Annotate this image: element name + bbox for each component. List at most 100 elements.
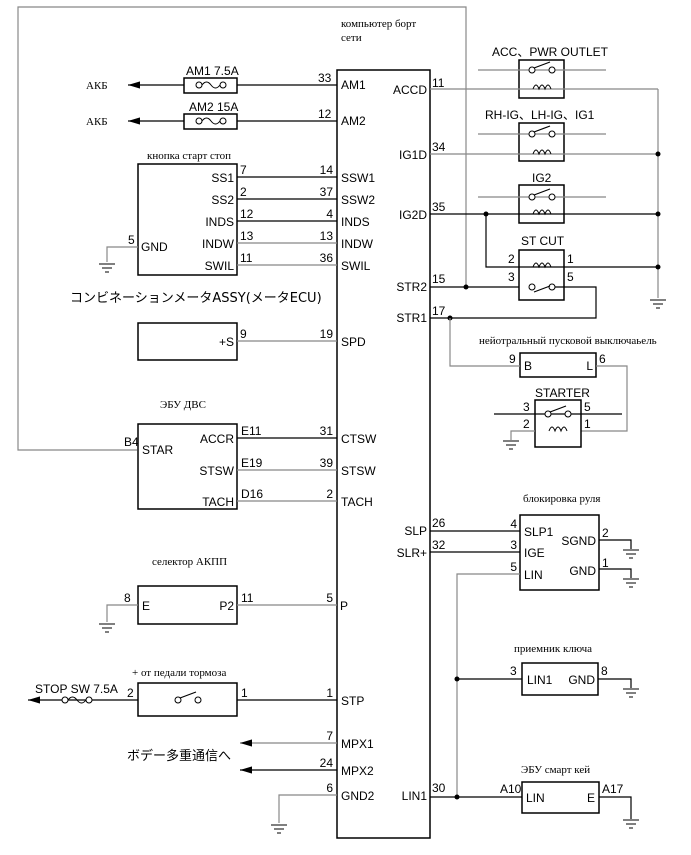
pin-no: 12 bbox=[318, 107, 332, 121]
pin-name: INDW bbox=[341, 237, 374, 251]
pin-name: INDW bbox=[202, 237, 235, 251]
neutral-switch-box bbox=[519, 352, 597, 378]
pin-no: 19 bbox=[320, 327, 334, 341]
pin-name: SSW2 bbox=[341, 193, 375, 207]
fuse-stop-label: STOP SW 7.5A bbox=[35, 682, 118, 696]
pin-no: 2 bbox=[508, 252, 515, 266]
pin-name: TACH bbox=[341, 495, 373, 509]
junction-dot bbox=[655, 151, 661, 157]
pin-no: 2 bbox=[127, 686, 134, 700]
pin-name: AM2 bbox=[341, 114, 366, 128]
pin-no: E19 bbox=[241, 456, 263, 470]
pin-name: L bbox=[586, 359, 593, 373]
pin-name: MPX1 bbox=[341, 737, 374, 751]
pin-no: 37 bbox=[320, 185, 334, 199]
pin-no: 34 bbox=[432, 140, 446, 154]
pin-no: 3 bbox=[523, 400, 530, 414]
pin-no: 6 bbox=[599, 352, 606, 366]
pin-no: 32 bbox=[432, 538, 446, 552]
fuse-stop-icon bbox=[61, 696, 93, 704]
ground-icon bbox=[98, 263, 116, 273]
pin-no: 4 bbox=[510, 517, 517, 531]
pin-name: IG2D bbox=[399, 208, 427, 222]
pin-name: LIN1 bbox=[527, 673, 553, 687]
ground-icon bbox=[98, 623, 116, 633]
pin-name: +S bbox=[219, 335, 234, 349]
pin-name: GND2 bbox=[341, 789, 375, 803]
pin-name: LIN bbox=[526, 791, 545, 805]
pin-no: 12 bbox=[240, 207, 254, 221]
pin-name: SS1 bbox=[211, 171, 234, 185]
pin-no: 8 bbox=[601, 664, 608, 678]
key-receiver-title: приемник ключа bbox=[514, 643, 592, 655]
pin-no: D16 bbox=[241, 487, 263, 501]
pin-name: MPX2 bbox=[341, 764, 374, 778]
pin-no: 2 bbox=[602, 526, 609, 540]
pin-no: 9 bbox=[240, 327, 247, 341]
relay-starter-title: STARTER bbox=[535, 386, 590, 400]
pin-no: 1 bbox=[567, 252, 574, 266]
battery-label-2: АКБ bbox=[86, 116, 108, 128]
pin-no: 33 bbox=[318, 71, 332, 85]
brake-switch-box bbox=[137, 682, 238, 717]
pin-name: ACCD bbox=[393, 83, 427, 97]
pin-no: 11 bbox=[240, 251, 253, 265]
pin-no: 30 bbox=[432, 781, 446, 795]
pin-name: STR1 bbox=[396, 311, 427, 325]
pin-name: SLP bbox=[404, 524, 427, 538]
neutral-switch-title: нейотральный пусковой выключаьель bbox=[479, 335, 657, 347]
steering-lock-box bbox=[519, 514, 600, 591]
wire-gnd2 bbox=[278, 794, 337, 823]
relay-acc-title: ACC、PWR OUTLET bbox=[492, 45, 609, 59]
pin-name: SS2 bbox=[211, 193, 234, 207]
relay-ig2 bbox=[518, 184, 565, 224]
main-unit-title-2: сети bbox=[341, 32, 362, 44]
fuse-am1 bbox=[183, 77, 238, 94]
pin-no: 6 bbox=[326, 781, 333, 795]
wire-selector-gnd bbox=[106, 604, 138, 622]
relay-acc bbox=[518, 59, 565, 99]
pin-no: 2 bbox=[326, 487, 333, 501]
wire-neutral-l bbox=[571, 365, 628, 432]
pin-no: 5 bbox=[510, 560, 517, 574]
pin-no: 2 bbox=[523, 417, 530, 431]
battery-label-1: АКБ bbox=[86, 80, 108, 92]
pin-no: 17 bbox=[432, 304, 446, 318]
pin-no: 31 bbox=[320, 424, 334, 438]
pin-no: 14 bbox=[320, 163, 334, 177]
wire-smart-gnd bbox=[599, 796, 632, 819]
pin-no: 5 bbox=[584, 400, 591, 414]
pin-name: GND bbox=[569, 564, 596, 578]
wire-lin-bus bbox=[456, 573, 520, 797]
pin-name: SWIL bbox=[341, 259, 371, 273]
pin-name: B bbox=[524, 359, 532, 373]
start-button-box bbox=[137, 163, 238, 276]
ground-icon bbox=[270, 824, 288, 834]
pin-no: 5 bbox=[567, 270, 574, 284]
relay-ig2-title: IG2 bbox=[532, 171, 552, 185]
junction-dot bbox=[454, 676, 460, 682]
pin-no: E11 bbox=[241, 424, 262, 438]
wire-neutral-b bbox=[449, 318, 520, 367]
relay-starter bbox=[534, 399, 582, 448]
pin-name: SLR+ bbox=[397, 546, 427, 560]
pin-no: 8 bbox=[124, 591, 131, 605]
pin-name: ACCR bbox=[200, 432, 234, 446]
pin-no: 26 bbox=[432, 516, 446, 530]
junction-dot bbox=[454, 794, 460, 800]
pin-name: GND bbox=[568, 673, 595, 687]
contact bbox=[528, 283, 536, 291]
pin-no: 5 bbox=[128, 233, 135, 247]
meter-box bbox=[137, 322, 238, 361]
engine-ecu-box bbox=[137, 423, 238, 510]
pin-no: 5 bbox=[326, 591, 333, 605]
pin-no: 1 bbox=[584, 417, 591, 431]
pin-no: 36 bbox=[320, 251, 334, 265]
pin-name: INDS bbox=[341, 215, 370, 229]
ground-icon bbox=[622, 688, 640, 698]
pin-name: SPD bbox=[341, 335, 366, 349]
pin-name: AM1 bbox=[341, 78, 366, 92]
pin-name: SGND bbox=[561, 534, 596, 548]
pin-no: 3 bbox=[510, 664, 517, 678]
